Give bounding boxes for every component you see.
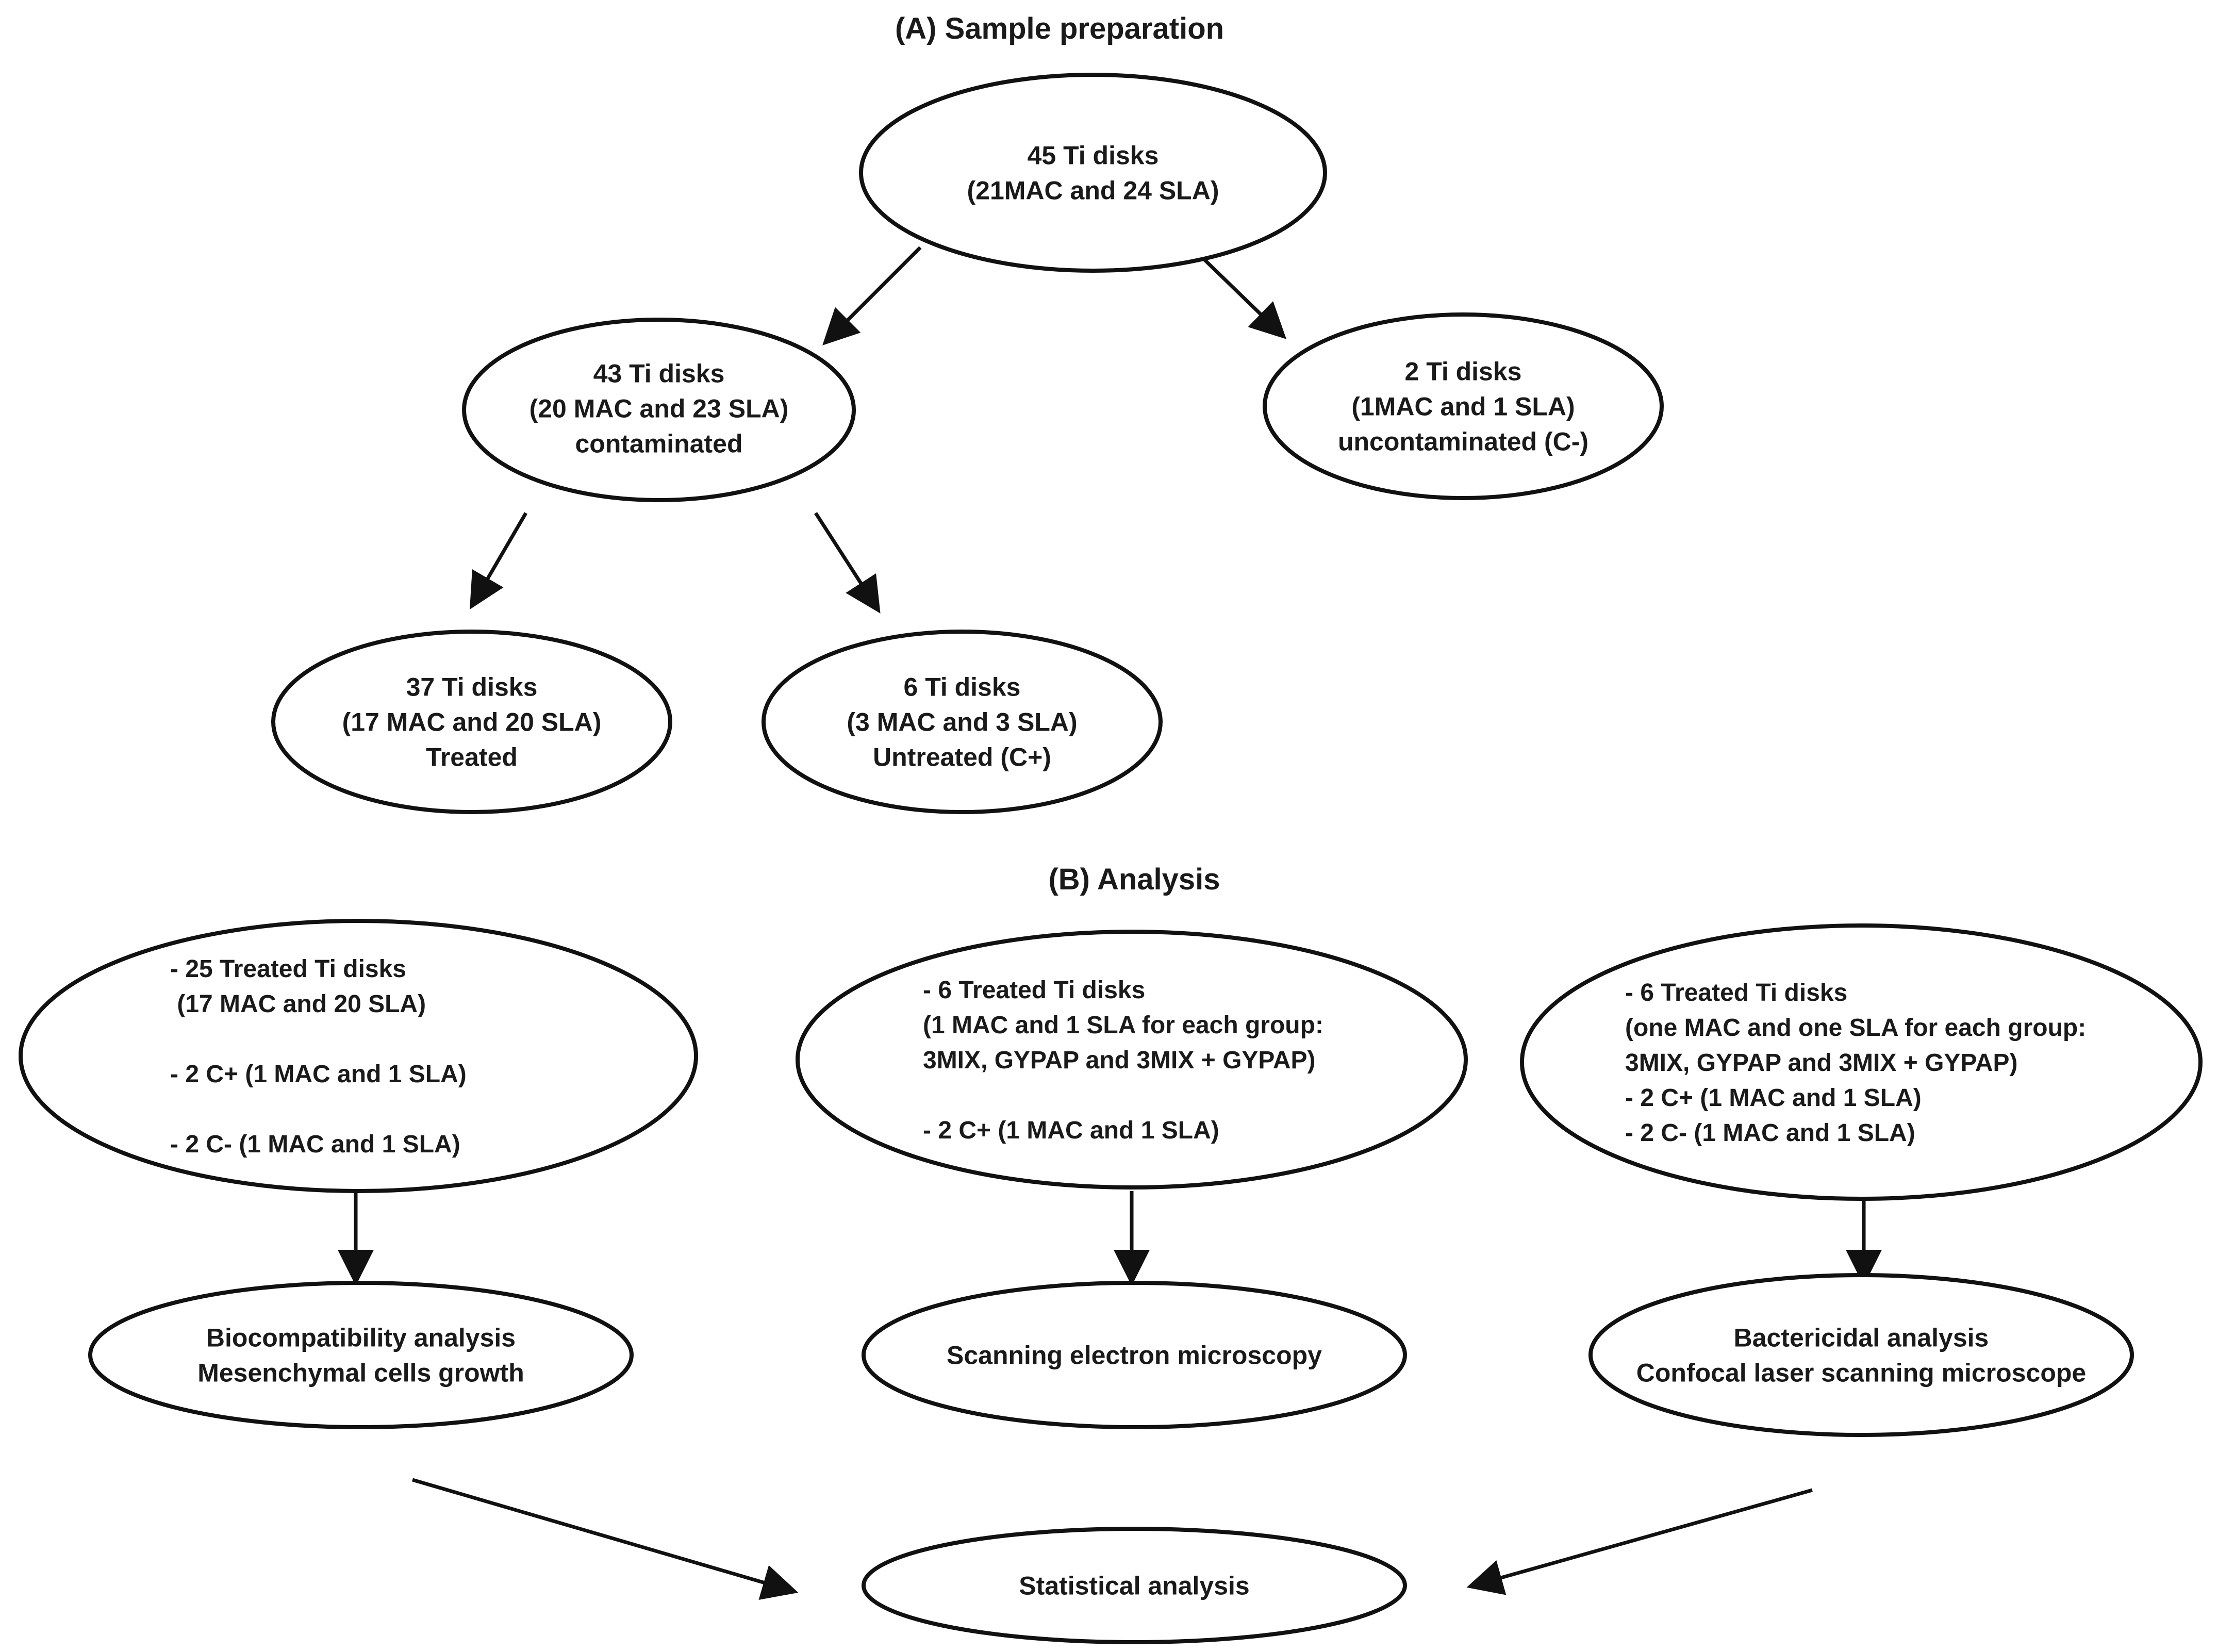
contaminated-line: (20 MAC and 23 SLA) <box>529 394 789 423</box>
treated-line: 37 Ti disks <box>406 673 538 702</box>
sem-group-line: - 2 C+ (1 MAC and 1 SLA) <box>923 1117 1219 1144</box>
node-uncontaminated: 2 Ti disks (1MAC and 1 SLA) uncontaminated… <box>1263 312 1664 500</box>
bact-group-line: - 2 C- (1 MAC and 1 SLA) <box>1625 1119 1915 1147</box>
node-treated-label: 37 Ti disks (17 MAC and 20 SLA) Treated <box>342 673 602 772</box>
treated-line: Treated <box>426 743 518 772</box>
arrow-biocompat-to-stats <box>412 1478 799 1600</box>
bio-group-line: - 25 Treated Ti disks <box>170 955 406 983</box>
bio-group-line: - 2 C- (1 MAC and 1 SLA) <box>170 1131 460 1158</box>
uncontaminated-line: uncontaminated (C-) <box>1338 427 1588 456</box>
arrow-bactericidal-to-stats <box>1466 1488 1813 1595</box>
all-disks-line: 45 Ti disks <box>1028 141 1159 170</box>
bact-group-line: (one MAC and one SLA for each group: <box>1625 1014 2086 1042</box>
sem-line: Scanning electron microscopy <box>947 1341 1322 1370</box>
sem-group-line: (1 MAC and 1 SLA for each group: <box>923 1012 1323 1039</box>
node-stats-label: Statistical analysis <box>1019 1572 1249 1600</box>
bio-group-line: (17 MAC and 20 SLA) <box>170 990 426 1018</box>
node-bact-group: - 6 Treated Ti disks (one MAC and one SLA… <box>1520 923 2203 1201</box>
bact-group-line: - 6 Treated Ti disks <box>1625 979 1847 1006</box>
biocompat-line: Mesenchymal cells growth <box>197 1359 524 1387</box>
node-bio-group-label: - 25 Treated Ti disks (17 MAC and 20 SLA… <box>170 955 467 1158</box>
bact-group-line: - 2 C+ (1 MAC and 1 SLA) <box>1625 1084 1922 1112</box>
node-untreated: 6 Ti disks (3 MAC and 3 SLA) Untreated (C+… <box>762 630 1163 814</box>
node-all-disks: 45 Ti disks (21MAC and 24 SLA) <box>859 73 1327 273</box>
sem-group-line: 3MIX, GYPAP and 3MIX + GYPAP) <box>923 1047 1316 1074</box>
treated-line: (17 MAC and 20 SLA) <box>342 708 602 737</box>
arrow-all-to-contaminated <box>822 246 922 345</box>
node-sem: Scanning electron microscopy <box>862 1281 1407 1429</box>
node-stats: Statistical analysis <box>862 1527 1407 1644</box>
contaminated-line: 43 Ti disks <box>593 359 725 388</box>
arrow-all-to-uncontaminated <box>1195 250 1287 339</box>
bactericidal-line: Bactericidal analysis <box>1734 1324 1989 1352</box>
arrow-contaminated-to-untreated <box>814 512 881 614</box>
biocompat-line: Biocompatibility analysis <box>206 1324 516 1352</box>
node-treated: 37 Ti disks (17 MAC and 20 SLA) Treated <box>271 630 672 814</box>
edges <box>338 246 1882 1600</box>
stats-line: Statistical analysis <box>1019 1572 1249 1600</box>
bact-group-line: 3MIX, GYPAP and 3MIX + GYPAP) <box>1625 1049 2018 1077</box>
node-bio-group: - 25 Treated Ti disks (17 MAC and 20 SLA… <box>19 919 698 1193</box>
node-sem-group-label: - 6 Treated Ti disks (1 MAC and 1 SLA for… <box>923 977 1323 1144</box>
section-a-title: (A) Sample preparation <box>895 12 1224 45</box>
contaminated-line: contaminated <box>575 429 742 458</box>
untreated-line: Untreated (C+) <box>873 743 1051 772</box>
section-b-title: (B) Analysis <box>1048 863 1220 896</box>
untreated-line: 6 Ti disks <box>904 673 1021 702</box>
arrow-contaminated-to-treated <box>469 512 528 610</box>
bactericidal-line: Confocal laser scanning microscope <box>1636 1359 2087 1387</box>
uncontaminated-line: 2 Ti disks <box>1405 357 1522 386</box>
node-contaminated: 43 Ti disks (20 MAC and 23 SLA) contaminat… <box>462 318 856 502</box>
node-bact-group-label: - 6 Treated Ti disks (one MAC and one SLA… <box>1625 979 2086 1147</box>
node-contaminated-label: 43 Ti disks (20 MAC and 23 SLA) contaminat… <box>529 359 789 458</box>
node-untreated-label: 6 Ti disks (3 MAC and 3 SLA) Untreated (C+… <box>847 673 1077 772</box>
node-uncontaminated-label: 2 Ti disks (1MAC and 1 SLA) uncontaminated… <box>1338 357 1588 456</box>
untreated-line: (3 MAC and 3 SLA) <box>847 708 1077 737</box>
sem-group-line: - 6 Treated Ti disks <box>923 977 1145 1004</box>
node-all-disks-label: 45 Ti disks (21MAC and 24 SLA) <box>967 141 1219 205</box>
all-disks-line: (21MAC and 24 SLA) <box>967 176 1219 205</box>
node-sem-label: Scanning electron microscopy <box>947 1341 1322 1370</box>
uncontaminated-line: (1MAC and 1 SLA) <box>1351 392 1575 421</box>
node-sem-group: - 6 Treated Ti disks (1 MAC and 1 SLA for… <box>796 930 1468 1190</box>
bio-group-line: - 2 C+ (1 MAC and 1 SLA) <box>170 1061 467 1088</box>
